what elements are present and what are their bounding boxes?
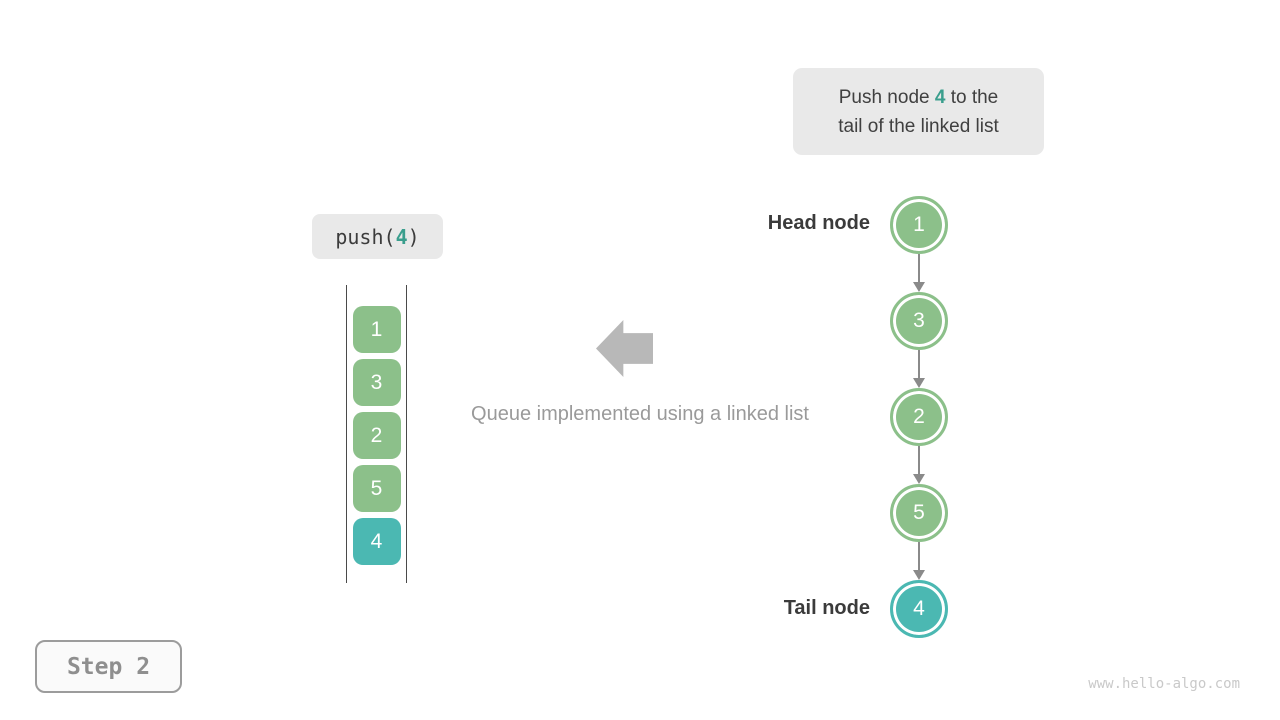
- down-arrow-icon: [913, 446, 925, 484]
- tail-node-label: Tail node: [783, 597, 870, 619]
- list-node: 5: [890, 484, 948, 542]
- linked-list: 1 3 2 5 4: [890, 196, 948, 638]
- operation-name: push(: [335, 224, 396, 249]
- stack-item: 3: [352, 359, 401, 406]
- down-arrow-icon: [913, 254, 925, 292]
- callout-line-1: Push node 4 to the: [839, 83, 999, 112]
- queue-stack: 1 3 2 5 4: [346, 285, 407, 583]
- callout-line-2: tail of the linked list: [838, 115, 999, 137]
- stack-item: 5: [352, 465, 401, 512]
- operation-close-paren: ): [407, 224, 420, 249]
- callout-text: to the: [945, 86, 999, 108]
- operation-arg: 4: [395, 224, 408, 249]
- down-arrow-icon: [913, 350, 925, 388]
- push-callout: Push node 4 to the tail of the linked li…: [793, 68, 1044, 155]
- callout-highlight-value: 4: [934, 86, 946, 108]
- list-node: 1: [890, 196, 948, 254]
- callout-text: Push node: [838, 86, 935, 108]
- stack-item-pushed: 4: [352, 518, 401, 565]
- down-arrow-icon: [913, 542, 925, 580]
- watermark: www.hello-algo.com: [1088, 676, 1240, 692]
- diagram-caption: Queue implemented using a linked list: [471, 403, 809, 425]
- head-node-label: Head node: [767, 212, 870, 234]
- operation-label: push(4): [312, 214, 443, 259]
- left-block-arrow-icon: [596, 320, 653, 377]
- list-node-pushed: 4: [890, 580, 948, 638]
- stack-item: 1: [352, 306, 401, 353]
- list-node: 2: [890, 388, 948, 446]
- list-node: 3: [890, 292, 948, 350]
- step-badge: Step 2: [35, 640, 182, 693]
- stack-item: 2: [352, 412, 401, 459]
